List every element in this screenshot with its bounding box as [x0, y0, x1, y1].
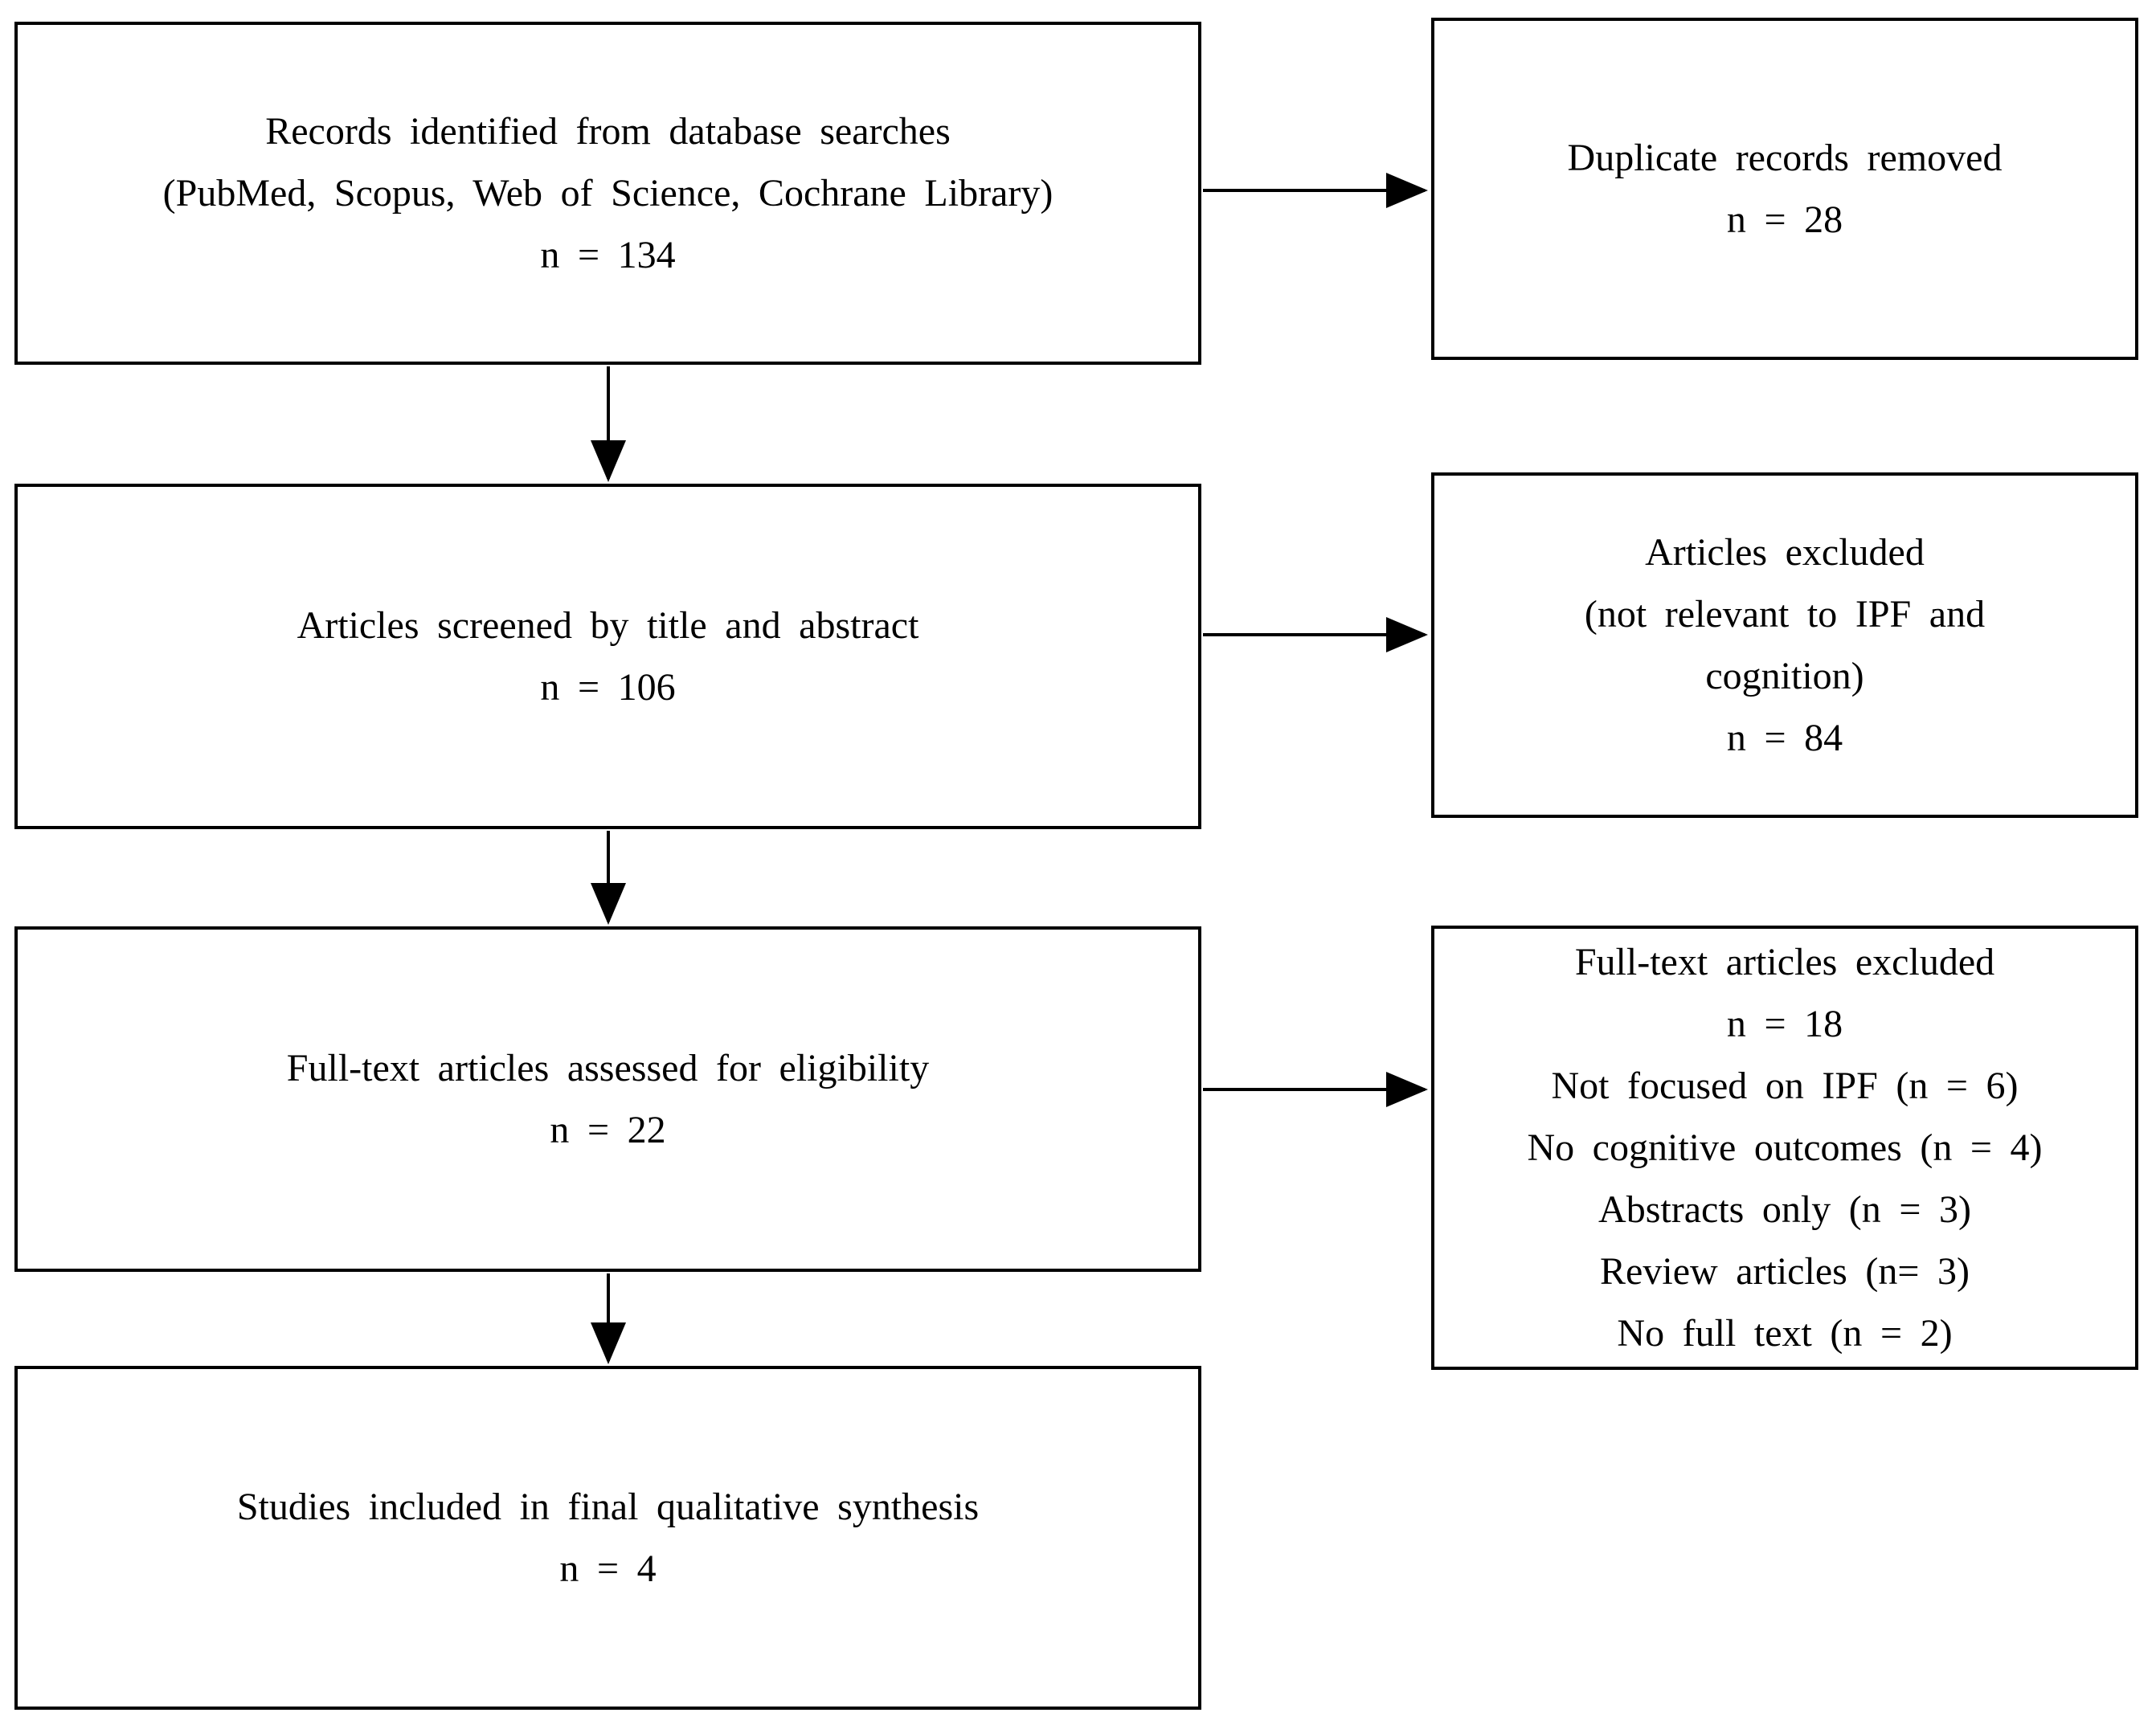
box-text-line: Review articles (n= 3): [1600, 1250, 1970, 1293]
box-text-line: No cognitive outcomes (n = 4): [1527, 1126, 2043, 1169]
box-text-line: Not focused on IPF (n = 6): [1551, 1065, 2019, 1107]
box-records-identified: Records identified from database searche…: [14, 22, 1201, 365]
box-text-line: cognition): [1705, 655, 1864, 697]
box-fulltext-assessed: Full-text articles assessed for eligibil…: [14, 926, 1201, 1272]
box-duplicate-records-removed: Duplicate records removed n = 28: [1431, 18, 2138, 360]
box-count: n = 28: [1726, 198, 1843, 241]
box-text-line: Abstracts only (n = 3): [1598, 1188, 1971, 1231]
box-count: n = 134: [540, 234, 676, 276]
box-text-line: Articles screened by title and abstract: [297, 604, 919, 647]
box-articles-screened: Articles screened by title and abstract …: [14, 484, 1201, 829]
box-studies-included: Studies included in final qualitative sy…: [14, 1366, 1201, 1710]
box-text-line: Studies included in final qualitative sy…: [236, 1486, 980, 1528]
box-count: n = 18: [1726, 1003, 1843, 1045]
box-count: n = 84: [1726, 717, 1843, 759]
box-text-line: Full-text articles excluded: [1574, 941, 1995, 983]
box-articles-excluded: Articles excluded (not relevant to IPF a…: [1431, 472, 2138, 818]
box-text-line: Articles excluded: [1645, 531, 1925, 574]
box-text-line: Full-text articles assessed for eligibil…: [286, 1047, 930, 1089]
box-text-line: No full text (n = 2): [1617, 1312, 1953, 1355]
box-count: n = 22: [550, 1109, 666, 1151]
box-text-line: (PubMed, Scopus, Web of Science, Cochran…: [162, 172, 1053, 215]
box-text-line: Records identified from database searche…: [265, 110, 951, 153]
box-text-line: Duplicate records removed: [1567, 137, 2003, 179]
box-count: n = 106: [540, 666, 676, 709]
box-count: n = 4: [559, 1547, 657, 1590]
box-fulltext-excluded: Full-text articles excluded n = 18 Not f…: [1431, 926, 2138, 1370]
box-text-line: (not relevant to IPF and: [1584, 593, 1986, 636]
